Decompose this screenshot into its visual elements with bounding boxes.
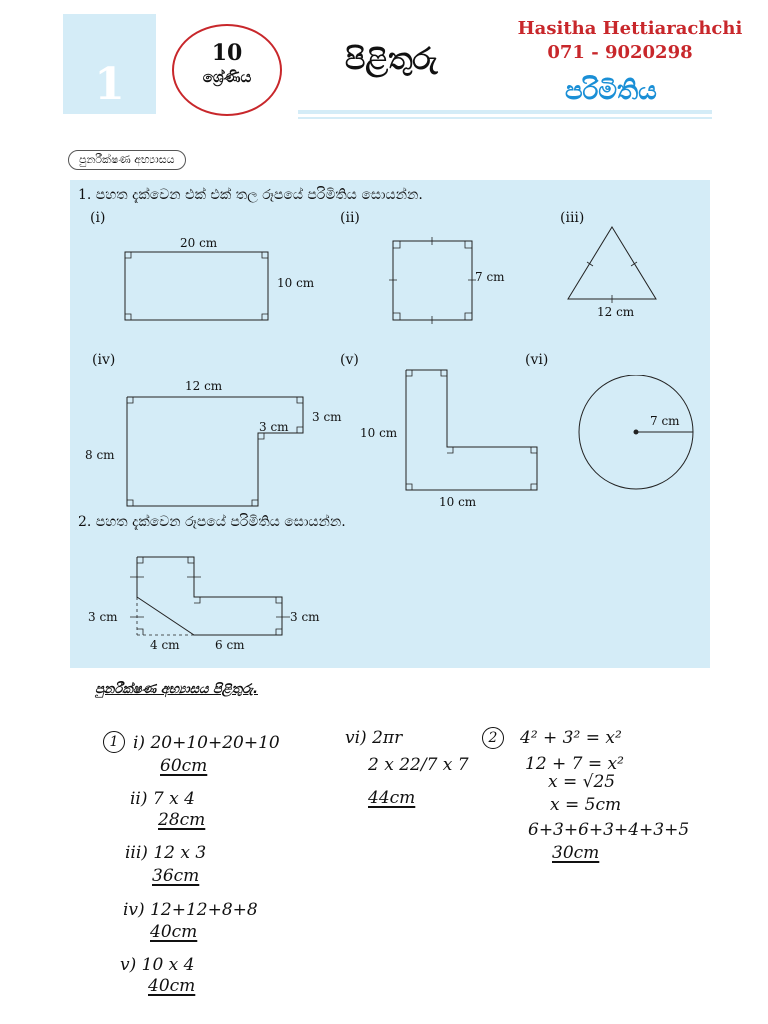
answer-ii-result: 28cm xyxy=(158,810,206,830)
answer-2-marker: 2 xyxy=(482,727,504,749)
answer-vi-work: vi) 2πr xyxy=(345,728,403,748)
label-ii: (ii) xyxy=(340,210,360,226)
fig-iv-top-label: 12 cm xyxy=(185,379,223,393)
answer-iii-result: 36cm xyxy=(152,866,200,886)
label-iii: (iii) xyxy=(560,210,585,226)
answer-vi-result: 44cm xyxy=(368,788,416,808)
q2-left-label: 3 cm xyxy=(88,610,118,624)
author-phone: 071 - 9020298 xyxy=(547,42,693,63)
lesson-number: 1 xyxy=(63,14,156,114)
figure-iii-triangle: 12 cm xyxy=(567,226,657,319)
fig-i-side-label: 10 cm xyxy=(277,276,315,290)
label-iv: (iv) xyxy=(92,352,116,368)
topic-title: පරිමිතිය xyxy=(565,76,657,106)
fig-ii-side-label: 7 cm xyxy=(475,270,505,284)
fig-iv-right-label: 3 cm xyxy=(312,410,342,424)
answer-iv-result: 40cm xyxy=(150,922,198,942)
fig-i-top-label: 20 cm xyxy=(180,236,218,250)
revision-tag: පුනරීක්ෂණ අභ්‍යාසය xyxy=(68,150,186,170)
figure-q2-shape: 3 cm 3 cm 4 cm 6 cm xyxy=(88,556,320,652)
answer-2-line4: x = 5cm xyxy=(550,795,622,815)
figure-v-shape: 10 cm 10 cm xyxy=(360,369,538,509)
q2-bottom-left-label: 4 cm xyxy=(150,638,180,652)
answers-heading: පුනරීක්ෂණ අභ්‍යාසය පිළිතුරු. xyxy=(95,682,258,697)
answer-i-work: i) 20+10+20+10 xyxy=(133,733,280,753)
question-2-text: 2. පහත දැක්වෙන රූපයේ පරිමිතිය සොයන්න. xyxy=(78,514,346,530)
answer-2-line1: 4² + 3² = x² xyxy=(520,728,622,748)
label-vi: (vi) xyxy=(525,352,549,368)
header-rule xyxy=(298,110,712,114)
answer-1-marker: 1 xyxy=(103,731,125,753)
q2-right-label: 3 cm xyxy=(290,610,320,624)
fig-iv-step-label: 3 cm xyxy=(259,420,289,434)
q2-bottom-right-label: 6 cm xyxy=(215,638,245,652)
author-name: Hasitha Hettiarachchi xyxy=(517,18,743,39)
answer-2-result: 30cm xyxy=(552,843,600,863)
figure-iv-shape: 12 cm 3 cm 3 cm 8 cm xyxy=(85,379,342,507)
question-1-text: 1. පහත දැක්වෙන එක් එක් තල රූපයේ පරිමිතිය… xyxy=(78,187,423,203)
answer-2-line3: x = √25 xyxy=(548,772,616,792)
fig-v-left-label: 10 cm xyxy=(360,426,398,440)
answer-2-line5: 6+3+6+3+4+3+5 xyxy=(528,820,690,840)
grade-badge: 10 ශ්‍රේණිය xyxy=(172,24,282,116)
grade-word: ශ්‍රේණිය xyxy=(202,68,252,86)
fig-iv-left-label: 8 cm xyxy=(85,448,115,462)
label-i: (i) xyxy=(90,210,106,226)
fig-v-bottom-label: 10 cm xyxy=(439,495,477,509)
answer-i-result: 60cm xyxy=(160,756,208,776)
exercise-panel xyxy=(70,180,710,668)
answer-iii-work: iii) 12 x 3 xyxy=(125,843,207,863)
answer-ii-work: ii) 7 x 4 xyxy=(130,789,195,809)
answer-iv-work: iv) 12+12+8+8 xyxy=(123,900,258,920)
figure-i-rectangle: 20 cm 10 cm xyxy=(124,236,315,321)
answer-vi-line2: 2 x 22/7 x 7 xyxy=(368,755,469,775)
answer-v-result: 40cm xyxy=(148,976,196,996)
fig-iii-base-label: 12 cm xyxy=(597,305,635,319)
grade-number: 10 xyxy=(211,40,243,66)
fig-vi-radius-label: 7 cm xyxy=(650,414,680,428)
answer-2-line2: 12 + 7 = x² xyxy=(525,754,624,774)
figure-vi-circle: 7 cm xyxy=(578,375,694,490)
label-v: (v) xyxy=(340,352,359,368)
page-title: පිළිතුරු xyxy=(345,42,438,77)
answer-v-work: v) 10 x 4 xyxy=(120,955,195,975)
header-rule-thin xyxy=(298,117,712,119)
figure-ii-square: 7 cm xyxy=(389,237,505,324)
